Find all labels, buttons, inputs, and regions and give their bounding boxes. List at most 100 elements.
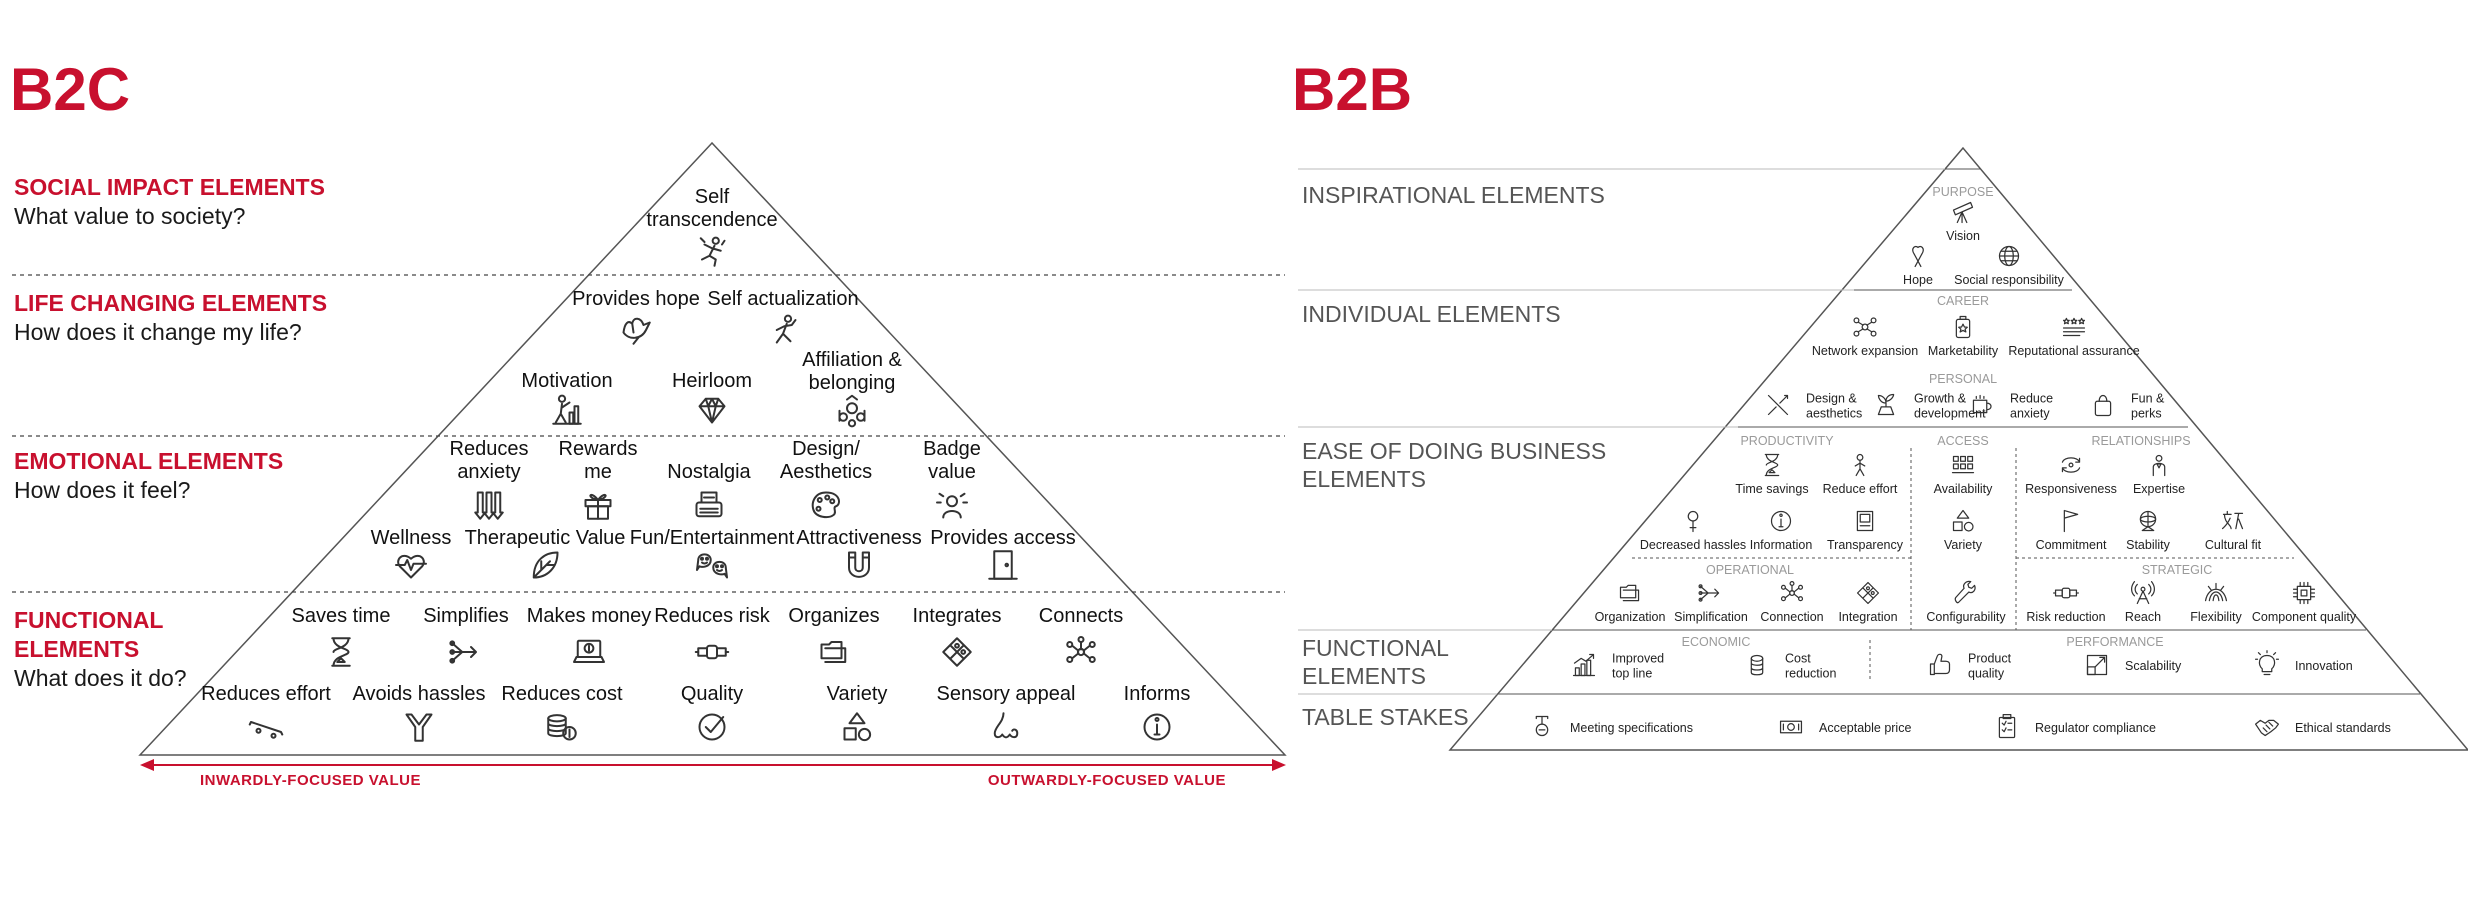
b2b-element-component-quality: Component quality	[2252, 581, 2357, 624]
flag-icon	[2063, 509, 2079, 533]
element-label: Fun/Entertainment	[630, 527, 795, 549]
hourglass-icon	[1764, 453, 1780, 477]
merge-arrow-icon	[405, 713, 433, 742]
b2b-element-organization: Organization	[1595, 584, 1666, 624]
growth-icon	[1877, 393, 1895, 416]
element-label: Self actualization	[707, 288, 858, 310]
element-label: Commitment	[2036, 538, 2107, 552]
b2b-element-social-responsibility: Social responsibility	[1954, 245, 2065, 287]
b2b-element-availability: Availability	[1934, 455, 1993, 496]
sphere-icon	[2139, 510, 2157, 532]
category-performance: PERFORMANCE	[2066, 635, 2163, 649]
shapes-icon	[843, 712, 872, 742]
network-people-icon	[1853, 317, 1877, 337]
element-label: Configurability	[1926, 610, 2006, 624]
b2c-element-provides-hope: Provides hope	[572, 288, 700, 345]
b2c-element-integrates: Integrates	[913, 605, 1001, 667]
b2c-element-avoids-hassles: Avoids hassles	[352, 683, 486, 742]
network-icon	[1780, 580, 1804, 602]
category-productivity: PRODUCTIVITY	[1740, 434, 1834, 448]
hourglass-icon	[331, 637, 351, 667]
element-label: Design &aesthetics	[1806, 392, 1862, 421]
element-label: Risk reduction	[2026, 610, 2105, 624]
element-label: Simplifies	[423, 605, 509, 627]
money-icon	[1779, 720, 1803, 734]
element-label: Organization	[1595, 610, 1666, 624]
b2b-element-acceptable-price: Acceptable price	[1779, 720, 1911, 735]
b2b-element-reduce-effort: Reduce effort	[1823, 453, 1898, 496]
element-label: Scalability	[2125, 659, 2182, 673]
value-arrow: INWARDLY-FOCUSED VALUE OUTWARDLY-FOCUSED…	[140, 759, 1286, 789]
door-icon	[988, 550, 1018, 580]
category-purpose: PURPOSE	[1932, 185, 1993, 199]
b2c-element-reduces-effort: Reduces effort	[201, 683, 331, 739]
wrench-icon	[1954, 580, 1976, 604]
b2b-element-meeting-specifications: Meeting specifications	[1535, 715, 1693, 737]
runner-icon	[775, 314, 797, 344]
grid-icon	[1951, 455, 1975, 474]
group-icon	[838, 394, 866, 428]
b2c-element-affiliation-belonging: Affiliation &belonging	[802, 349, 903, 428]
characters-icon	[2221, 510, 2244, 530]
chart-icon	[1572, 653, 1596, 677]
b2b-element-transparency: Transparency	[1827, 510, 1904, 552]
element-label: Nostalgia	[667, 461, 751, 483]
b2b-element-marketability: Marketability	[1928, 315, 1999, 358]
section-question: How does it change my life?	[14, 319, 302, 345]
b2b-element-innovation: Innovation	[2254, 650, 2353, 676]
element-label: Sensory appeal	[937, 683, 1076, 705]
b2b-element-scalability: Scalability	[2086, 654, 2182, 676]
b2c-element-design-aesthetics: Design/Aesthetics	[780, 438, 872, 519]
section-title: EMOTIONAL ELEMENTS	[14, 448, 283, 474]
b2c-element-quality: Quality	[681, 683, 743, 741]
b2b-element-fun-perks: Fun &perks	[2094, 392, 2165, 421]
b2c-element-nostalgia: Nostalgia	[667, 461, 752, 518]
element-label: Quality	[681, 683, 743, 705]
mug-icon	[1972, 394, 1992, 414]
check-circle-icon	[698, 713, 726, 741]
element-label: Simplification	[1674, 610, 1748, 624]
b2c-element-motivation: Motivation	[521, 370, 613, 425]
b2b-section-table-stakes: TABLE STAKES	[1302, 704, 1469, 730]
element-label: Cultural fit	[2205, 538, 2262, 552]
element-label: Vision	[1946, 229, 1980, 243]
antenna-icon	[2130, 580, 2156, 605]
b2b-element-decreased-hassles: Decreased hassles	[1640, 510, 1746, 552]
scale-box-icon	[2086, 654, 2108, 676]
element-label: Wellness	[371, 527, 452, 549]
dove-icon	[622, 317, 651, 345]
element-label: Expertise	[2133, 482, 2185, 496]
chip-icon	[2292, 581, 2316, 605]
b2b-element-simplification: Simplification	[1674, 584, 1748, 624]
info-icon	[1143, 713, 1171, 741]
outwardly-focused-label: OUTWARDLY-FOCUSED VALUE	[988, 772, 1226, 789]
element-label: Organizes	[788, 605, 879, 627]
b2b-element-expertise: Expertise	[2133, 454, 2185, 496]
element-label: Network expansion	[1812, 344, 1918, 358]
b2c-element-reduces-risk: Reduces risk	[654, 605, 771, 660]
b2c-element-heirloom: Heirloom	[672, 370, 752, 424]
b2c-element-therapeutic-value: Therapeutic Value	[465, 527, 625, 579]
laptop-money-icon	[573, 639, 605, 663]
element-label: Motivation	[521, 370, 612, 392]
simplify-icon	[449, 640, 477, 664]
puzzle-icon	[1856, 581, 1880, 605]
b2b-section-individual-elements: INDIVIDUAL ELEMENTS	[1302, 301, 1561, 327]
bag-icon	[2094, 394, 2112, 417]
b2c-pyramid	[138, 141, 1287, 756]
element-label: Connection	[1760, 610, 1823, 624]
category-relationships: RELATIONSHIPS	[2091, 434, 2190, 448]
element-label: Reach	[2125, 610, 2161, 624]
b2b-element-reputational-assurance: Reputational assurance	[2008, 317, 2140, 358]
b2c-element-fun-entertainment: Fun/Entertainment	[630, 527, 795, 579]
